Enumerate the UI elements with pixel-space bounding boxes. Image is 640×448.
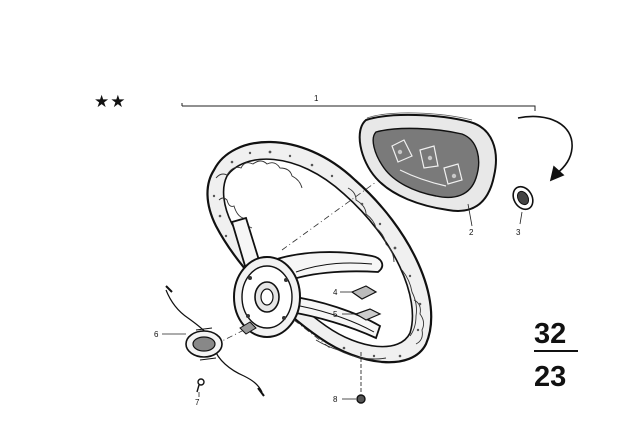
callout-5[interactable]: 5 [333, 310, 338, 319]
hub-nut[interactable] [356, 352, 366, 404]
steering-wheel-hub[interactable] [233, 256, 301, 338]
emblem[interactable] [509, 183, 537, 213]
callout-2[interactable]: 2 [469, 228, 474, 237]
callout-1[interactable]: 1 [314, 94, 319, 103]
item-1-bracket [181, 103, 536, 111]
callout-7[interactable]: 7 [195, 398, 200, 407]
spoke-trim-plate[interactable] [354, 308, 382, 321]
horn-pad[interactable] [358, 112, 497, 212]
callout-8[interactable]: 8 [333, 395, 338, 404]
contact-piece[interactable] [239, 321, 257, 335]
horn-contact-ring[interactable] [165, 285, 265, 397]
callout-4[interactable]: 4 [333, 288, 338, 297]
group-number: 32 23 [534, 318, 578, 393]
callout-3[interactable]: 3 [516, 228, 521, 237]
callout-2-leader [467, 203, 473, 227]
rotation-arrow [517, 115, 573, 182]
callout-3-leader [519, 211, 523, 225]
callout-6[interactable]: 6 [154, 330, 159, 339]
group-number-bottom: 23 [534, 361, 566, 393]
group-number-top: 32 [534, 318, 566, 350]
spoke-cover-plate[interactable] [350, 285, 378, 300]
screw[interactable] [196, 378, 205, 393]
stars-mark: ★★ [94, 92, 126, 112]
